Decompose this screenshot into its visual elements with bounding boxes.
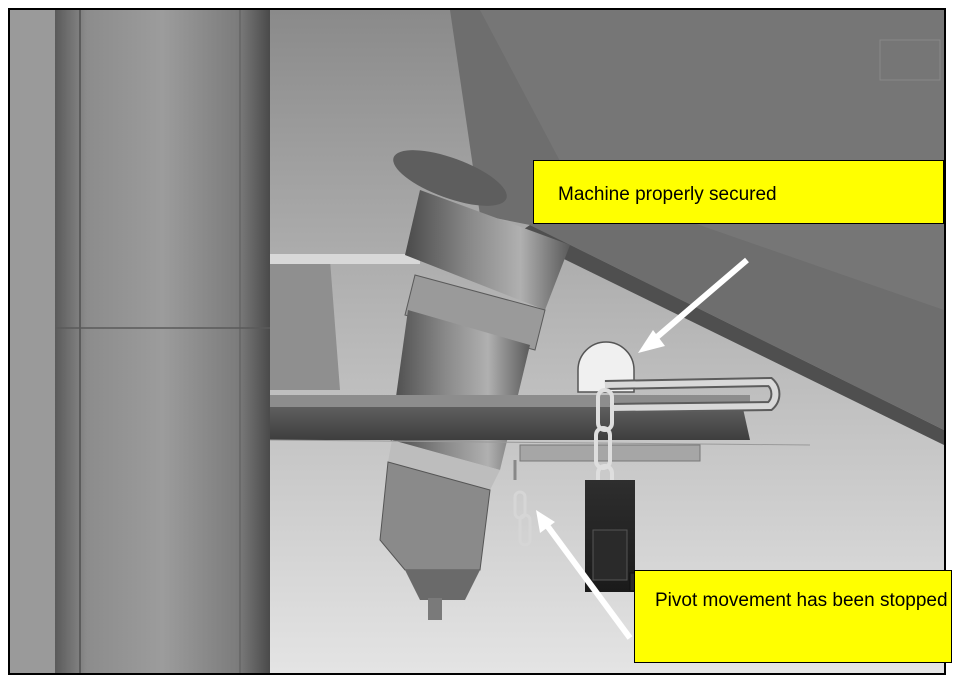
arrow-secured-icon	[638, 257, 749, 353]
arrow-pivot-icon	[536, 510, 633, 640]
callout-pivot-stopped: Pivot movement has been stopped	[634, 570, 952, 663]
callout-machine-secured: Machine properly secured	[533, 160, 944, 224]
illustration-frame	[8, 8, 946, 675]
machine-illustration	[10, 10, 944, 673]
